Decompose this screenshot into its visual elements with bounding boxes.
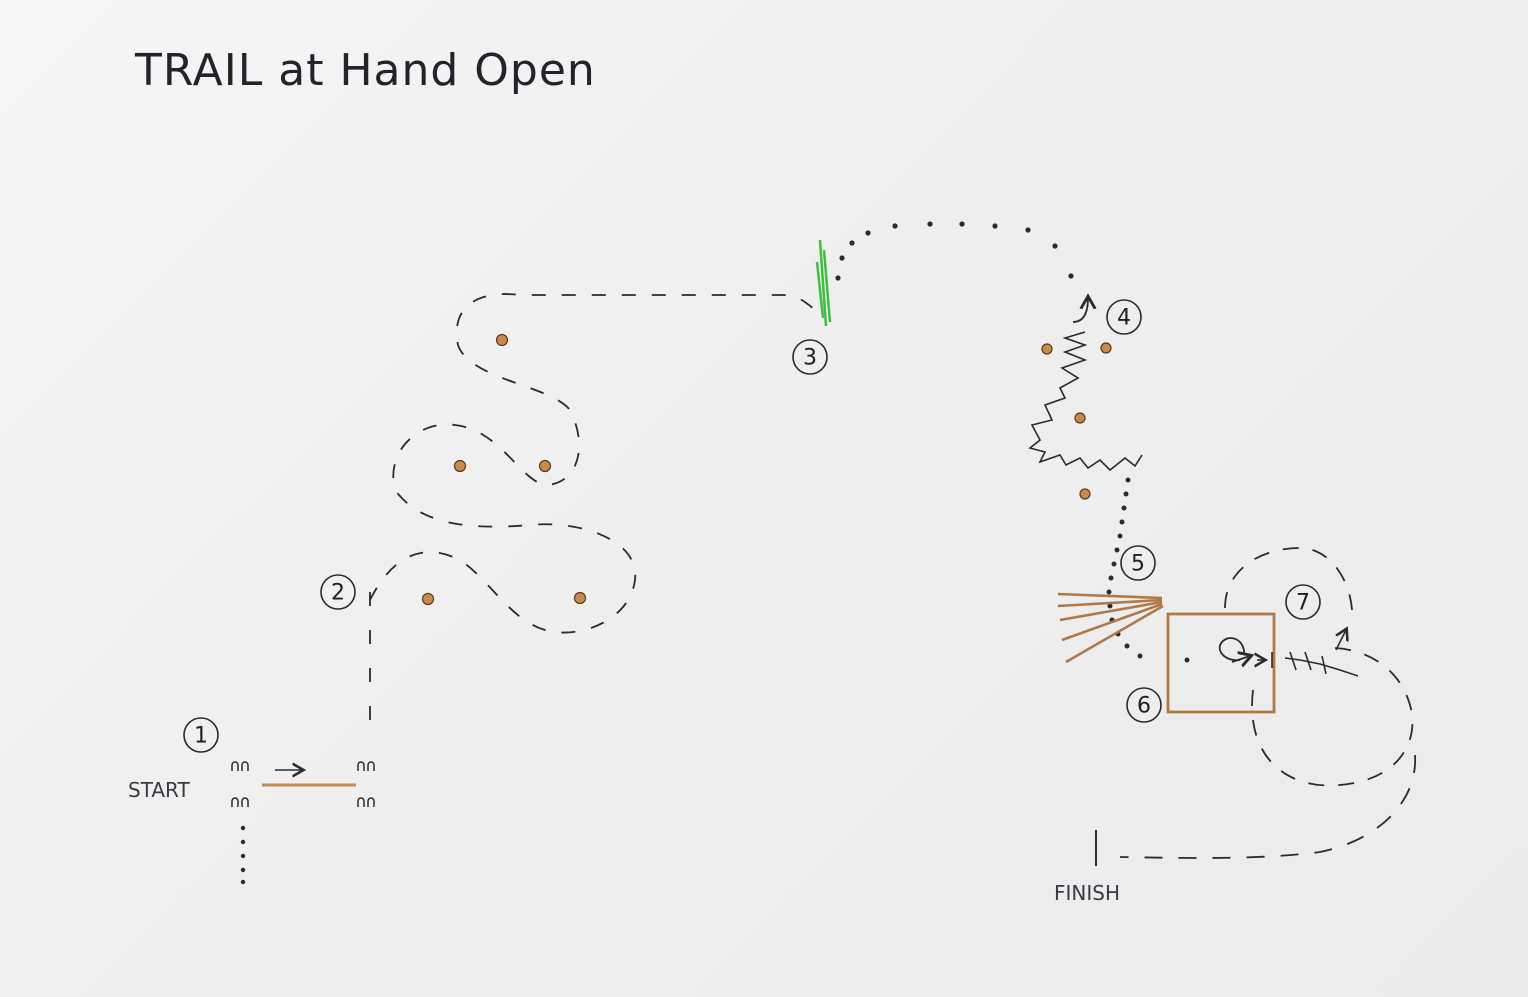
dotted-route-to-station-5 — [1106, 477, 1143, 659]
hatch-marks — [1284, 630, 1359, 677]
grass-obstacle — [815, 239, 832, 327]
marker-dot — [453, 459, 467, 473]
station-badge-5: 5 — [1120, 545, 1156, 581]
serpentine-markers — [421, 333, 587, 606]
loop-route-to-finish — [1251, 647, 1414, 787]
svg-text:3: 3 — [803, 346, 817, 371]
svg-text:7: 7 — [1296, 591, 1310, 616]
zigzag-markers — [1041, 342, 1112, 500]
svg-text:4: 4 — [1117, 306, 1131, 331]
station-badge-7: 7 — [1285, 584, 1321, 620]
station-badge-4: 4 — [1106, 299, 1142, 335]
finish-label: FINISH — [1054, 881, 1120, 905]
start-cones — [231, 761, 375, 807]
marker-dot — [1100, 342, 1112, 354]
station-badge-6: 6 — [1126, 687, 1162, 723]
start-dotted-path — [240, 825, 246, 885]
svg-text:5: 5 — [1131, 552, 1145, 577]
circle-turn-icon — [1218, 637, 1250, 662]
route-to-finish — [1119, 754, 1416, 859]
fanned-poles-obstacle — [1057, 592, 1164, 664]
dotted-route-to-station-4 — [835, 221, 1074, 281]
marker-dot — [1079, 488, 1091, 500]
svg-text:1: 1 — [194, 724, 208, 749]
start-label: START — [128, 778, 190, 802]
box-obstacle — [1166, 612, 1276, 714]
station-badge-3: 3 — [792, 339, 828, 375]
turn-arrow-icon — [1072, 298, 1088, 323]
marker-dot — [538, 459, 552, 473]
marker-dot — [421, 592, 435, 606]
marker-dot — [573, 591, 587, 605]
box-entry-dot — [1184, 657, 1190, 663]
svg-text:6: 6 — [1137, 694, 1151, 719]
page-title: TRAIL at Hand Open — [134, 45, 596, 96]
circle-route — [1224, 547, 1353, 611]
station-badge-2: 2 — [320, 574, 356, 610]
svg-text:2: 2 — [331, 581, 345, 606]
marker-dot — [495, 333, 509, 347]
zigzag-route — [1028, 331, 1143, 472]
station-badge-1: 1 — [183, 717, 219, 753]
marker-dot — [1041, 343, 1053, 355]
serpentine-route — [369, 293, 824, 634]
marker-dot — [1074, 412, 1086, 424]
